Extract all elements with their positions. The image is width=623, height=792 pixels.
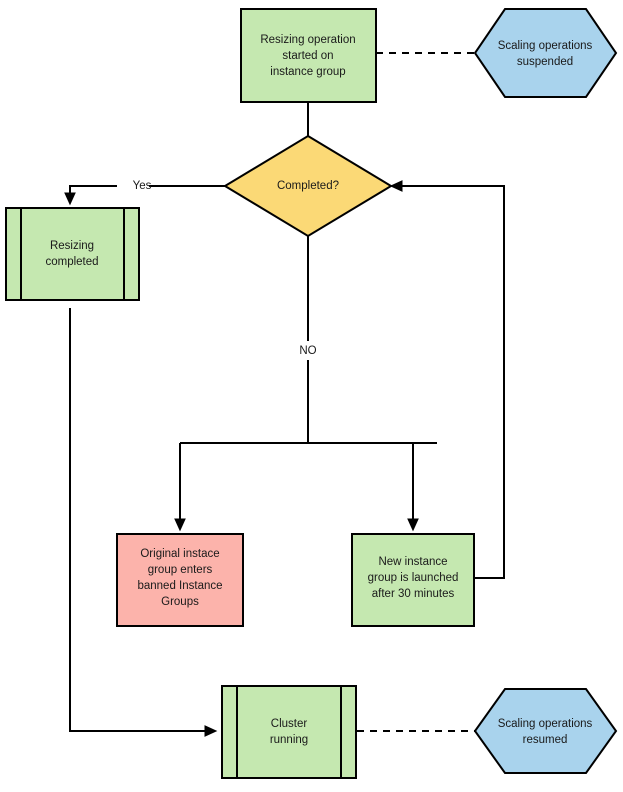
edge-label-no: NO: [299, 345, 316, 357]
node-resizing-started-shape[interactable]: [240, 8, 377, 103]
node-original-group-banned[interactable]: Original instace group enters banned Ins…: [116, 533, 244, 627]
edge-completed-to-resizing-completed: [64, 185, 228, 206]
node-new-group-launched-line-3: after 30 minutes: [372, 588, 455, 600]
node-resizing-started-line-1: Resizing operation: [260, 34, 355, 46]
node-cluster-running[interactable]: Cluster running: [221, 685, 357, 779]
node-scaling-suspended[interactable]: Scaling operations suspended: [473, 8, 618, 98]
node-original-group-banned-line-4: Groups: [161, 596, 199, 608]
node-scaling-resumed-line-1: Scaling operations: [498, 718, 593, 730]
node-original-group-banned-line-1: Original instace: [140, 548, 219, 560]
node-completed-decision[interactable]: Completed?: [223, 134, 393, 238]
node-scaling-resumed-line-2: resumed: [523, 734, 568, 746]
node-new-group-launched-line-2: group is launched: [368, 572, 459, 584]
node-completed-decision-shape[interactable]: [223, 134, 393, 238]
node-scaling-suspended-line-1: Scaling operations: [498, 40, 593, 52]
node-new-group-launched[interactable]: New instance group is launched after 30 …: [351, 533, 475, 627]
node-original-group-banned-line-3: banned Instance: [137, 580, 222, 592]
edge-label-yes: Yes: [133, 180, 152, 192]
node-scaling-resumed[interactable]: Scaling operations resumed: [473, 688, 618, 774]
node-scaling-suspended-line-2: suspended: [517, 56, 573, 68]
node-resizing-started-line-2: started on: [282, 50, 333, 62]
node-original-group-banned-shape[interactable]: [116, 533, 244, 627]
node-resizing-completed-line-1: Resizing: [50, 240, 94, 252]
edge-label-no-backdrop: [292, 341, 324, 360]
node-new-group-launched-line-1: New instance: [378, 556, 447, 568]
node-scaling-suspended-shape[interactable]: [473, 8, 618, 98]
node-scaling-resumed-shape[interactable]: [473, 688, 618, 774]
edge-new-group-launched-to-completed: [389, 180, 505, 579]
node-completed-decision-label: Completed?: [277, 180, 339, 192]
node-cluster-running-line-2: running: [270, 734, 308, 746]
edge-resizing-completed-to-cluster-running: [69, 308, 218, 737]
edge-label-yes-backdrop: [117, 176, 149, 195]
node-new-group-launched-shape[interactable]: [351, 533, 475, 627]
node-resizing-completed-shape[interactable]: [5, 207, 140, 301]
node-original-group-banned-line-2: group enters: [148, 564, 213, 576]
node-resizing-started-line-3: instance group: [270, 66, 345, 78]
node-resizing-started[interactable]: Resizing operation started on instance g…: [240, 8, 377, 103]
node-cluster-running-line-1: Cluster: [271, 718, 308, 730]
node-resizing-completed[interactable]: Resizing completed: [5, 207, 140, 301]
node-resizing-completed-line-2: completed: [45, 256, 98, 268]
node-cluster-running-shape[interactable]: [221, 685, 357, 779]
